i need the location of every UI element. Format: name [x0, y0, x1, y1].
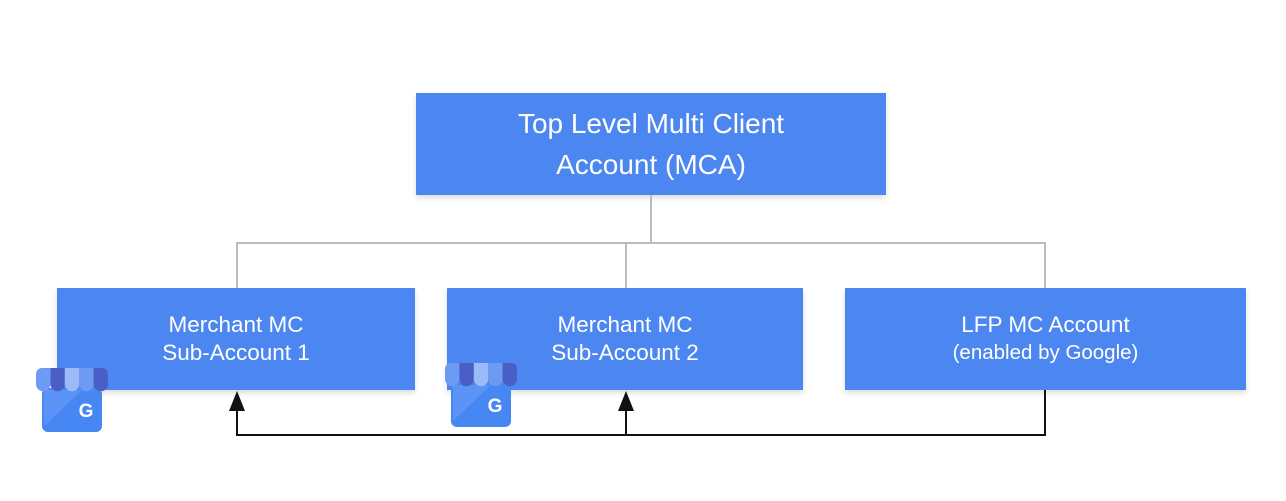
google-my-business-icon: G [36, 368, 108, 432]
top-level-mca-box: Top Level Multi Client Account (MCA) [416, 93, 886, 195]
gmb-g-letter: G [488, 396, 503, 417]
merchant-sub-account-1-line1: Merchant MC [168, 311, 304, 337]
merchant-sub-account-2-line2: Sub-Account 2 [551, 340, 699, 365]
top-level-mca-label-line1: Top Level Multi Client [517, 108, 785, 139]
top-level-mca-label-line2: Account (MCA) [556, 149, 746, 180]
merchant-sub-account-1-line2: Sub-Account 1 [162, 340, 310, 365]
google-my-business-icon: G [445, 363, 517, 427]
tree-connector-drop-lfp [1044, 243, 1046, 288]
tree-connector-root-stem [650, 195, 652, 243]
arrow-up-into-sub2-icon [618, 391, 634, 411]
flow-line-stem-sub1 [236, 409, 238, 435]
arrow-up-into-sub1-icon [229, 391, 245, 411]
merchant-sub-account-2-line1: Merchant MC [557, 311, 693, 337]
gmb-awning [445, 363, 517, 387]
flow-line-stem-sub2 [625, 409, 627, 435]
flow-line-horizontal [236, 434, 1046, 436]
gmb-awning [36, 368, 108, 392]
flow-line-lfp-drop [1044, 390, 1046, 436]
lfp-mc-account-line1: LFP MC Account [961, 311, 1130, 337]
lfp-mc-account-box: LFP MC Account (enabled by Google) [845, 288, 1246, 390]
gmb-g-letter: G [79, 401, 94, 422]
tree-connector-drop-sub2 [625, 243, 627, 288]
merchant-sub-account-1-box: Merchant MC Sub-Account 1 [57, 288, 415, 390]
tree-connector-horizontal [236, 242, 1046, 244]
tree-connector-drop-sub1 [236, 243, 238, 288]
lfp-mc-account-line2: (enabled by Google) [952, 341, 1139, 365]
